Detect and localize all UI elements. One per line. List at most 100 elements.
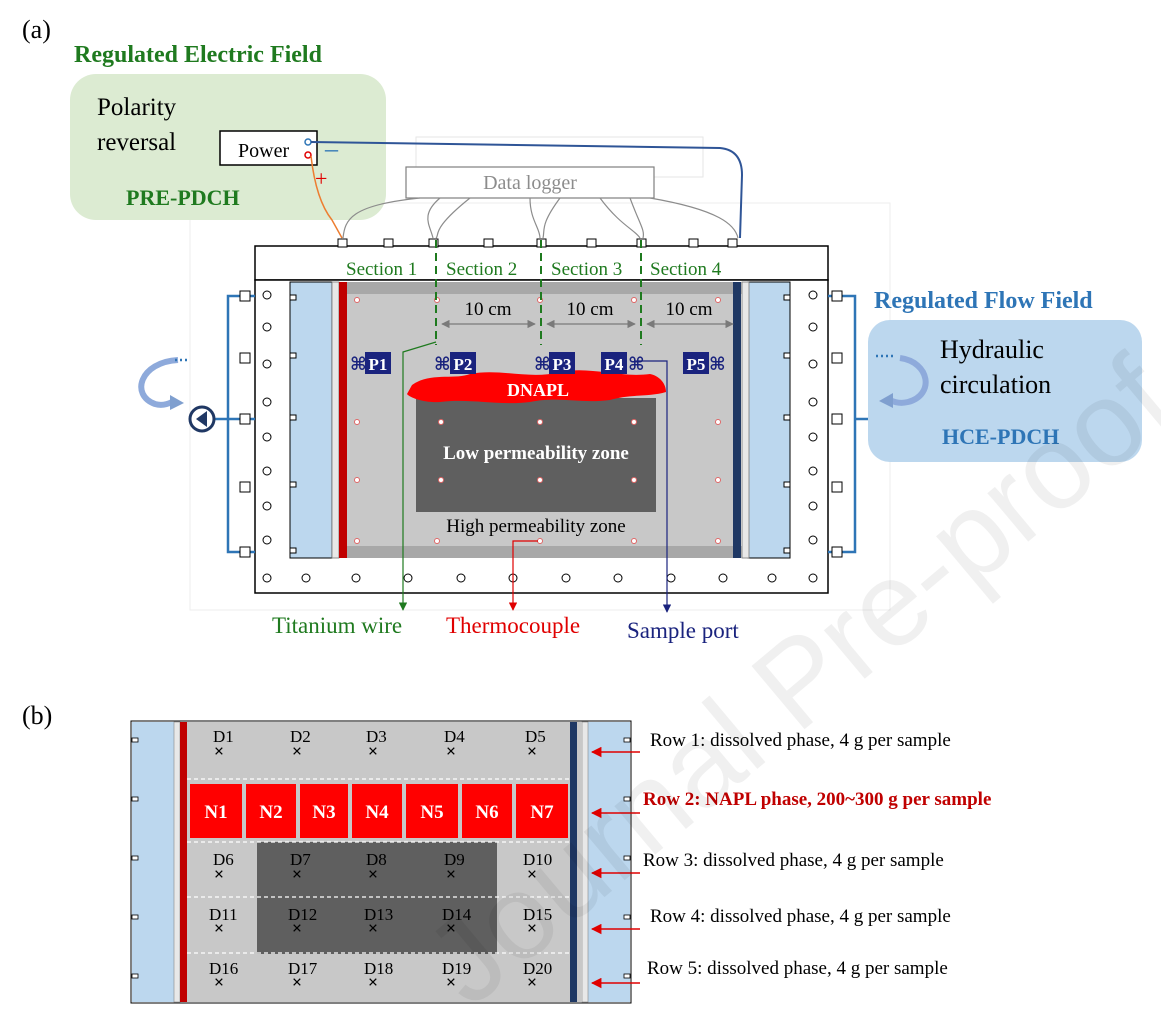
sample-d13: D13	[364, 905, 393, 924]
sample-d1: D1	[213, 727, 234, 746]
row-3-label: Row 3: dissolved phase, 4 g per sample	[643, 850, 944, 871]
mark-d5: ×	[527, 741, 537, 761]
right-frame-bolts	[808, 290, 818, 545]
low-permeability-zone	[416, 398, 656, 512]
bottom-frame-bolts	[262, 573, 818, 583]
chamber-ports	[289, 294, 791, 554]
sample-port-p1-mark: ⌘	[350, 354, 367, 374]
sample-d5: D5	[525, 727, 546, 746]
sample-d15: D15	[523, 905, 552, 924]
positive-wire	[310, 155, 343, 239]
mark-d14: ×	[446, 918, 456, 938]
p2-label: P2	[454, 355, 473, 374]
titanium-wire-pointer	[398, 341, 437, 611]
sample-d17: D17	[288, 959, 318, 978]
section-2-label: Section 2	[446, 259, 517, 280]
p3-badge	[549, 352, 575, 374]
row-1-label: Row 1: dissolved phase, 4 g per sample	[650, 730, 951, 751]
dnapl-label: DNAPL	[507, 380, 569, 400]
sample-d14: D14	[442, 905, 472, 924]
mark-d12: ×	[292, 918, 302, 938]
circulation-text: circulation	[940, 370, 1051, 399]
p4-badge	[601, 352, 627, 374]
right-circulation-arrowhead	[879, 393, 893, 408]
mark-d2: ×	[292, 741, 302, 761]
napl-box-n6	[462, 784, 512, 838]
sample-d10: D10	[523, 850, 552, 869]
electric-field-title: Regulated Electric Field	[74, 42, 323, 68]
mark-d15: ×	[527, 918, 537, 938]
mark-d10: ×	[527, 864, 537, 884]
mark-d18: ×	[368, 972, 378, 992]
sample-d6: D6	[213, 850, 234, 869]
positive-terminal	[304, 151, 312, 159]
sample-d20: D20	[523, 959, 552, 978]
sample-d18: D18	[364, 959, 393, 978]
sample-d2: D2	[290, 727, 311, 746]
mark-d9: ×	[446, 864, 456, 884]
thermocouple-legend: Thermocouple	[446, 613, 580, 638]
napl-n4: N4	[365, 802, 389, 823]
mark-d17: ×	[292, 972, 302, 992]
p4-label: P4	[605, 355, 624, 374]
napl-box-n2	[246, 784, 296, 838]
power-label: Power	[238, 140, 289, 162]
low-permeability-label: Low permeability zone	[443, 443, 629, 464]
negative-terminal	[304, 138, 312, 146]
negative-wire	[310, 141, 744, 239]
napl-n6: N6	[475, 802, 498, 823]
sample-d16: D16	[209, 959, 238, 978]
sample-port-pointer	[634, 360, 672, 613]
napl-n3: N3	[312, 802, 335, 823]
spacing-1-label: 10 cm	[465, 299, 512, 320]
row-dividers	[187, 778, 570, 954]
sample-d11: D11	[209, 905, 238, 924]
sample-port-p4: P4 ⌘	[601, 352, 645, 374]
section-1-label: Section 1	[346, 259, 417, 280]
sample-port-p2-mark: ⌘	[434, 354, 451, 374]
napl-n5: N5	[420, 802, 443, 823]
right-outlet-fittings	[831, 290, 843, 558]
logger-cables	[342, 197, 739, 239]
grid-cathode	[570, 722, 577, 1002]
sample-port-p1: ⌘ P1	[350, 352, 391, 374]
p5-badge	[683, 352, 709, 374]
dissolved-samples: D1 D2 D3 D4 D5 D6 D7 D8 D9 D10 D11 D12 D…	[209, 727, 552, 978]
p2-badge	[450, 352, 476, 374]
sample-d4: D4	[444, 727, 465, 746]
hydraulic-text: Hydraulic	[940, 335, 1044, 364]
right-screen	[741, 281, 750, 559]
napl-box-n4	[352, 784, 402, 838]
mark-d7: ×	[292, 864, 302, 884]
thermocouples-inner	[438, 419, 637, 483]
grid-chamber-ports	[131, 737, 631, 979]
titanium-wire-lines	[435, 240, 642, 345]
grid-left-screen	[173, 721, 181, 1003]
minus-sign: –	[324, 134, 339, 163]
mark-d6: ×	[214, 864, 224, 884]
mark-d4: ×	[446, 741, 456, 761]
section-4-label: Section 4	[650, 259, 722, 280]
sample-port-p5: P5 ⌘	[683, 352, 726, 374]
spacing-2-label: 10 cm	[567, 299, 614, 320]
p3-label: P3	[553, 355, 572, 374]
polarity-text: Polarity	[97, 94, 177, 121]
cathode-electrode	[733, 282, 741, 558]
mark-d20: ×	[527, 972, 537, 992]
mark-d19: ×	[446, 972, 456, 992]
grid-left-chamber	[132, 722, 174, 1002]
flow-field-title: Regulated Flow Field	[874, 288, 1093, 314]
row-4-label: Row 4: dissolved phase, 4 g per sample	[650, 906, 951, 927]
napl-n7: N7	[530, 802, 554, 823]
spacing-3-label: 10 cm	[666, 299, 713, 320]
right-water-chamber	[747, 281, 791, 559]
p1-badge	[365, 352, 391, 374]
hce-pdch-label: HCE-PDCH	[942, 424, 1059, 449]
data-logger-label: Data logger	[483, 172, 577, 194]
grid-anode	[180, 722, 187, 1002]
row-arrows	[590, 746, 640, 989]
sample-port-p4-mark: ⌘	[628, 354, 645, 374]
left-screen	[331, 281, 340, 559]
thermocouple-pointer	[508, 540, 538, 611]
